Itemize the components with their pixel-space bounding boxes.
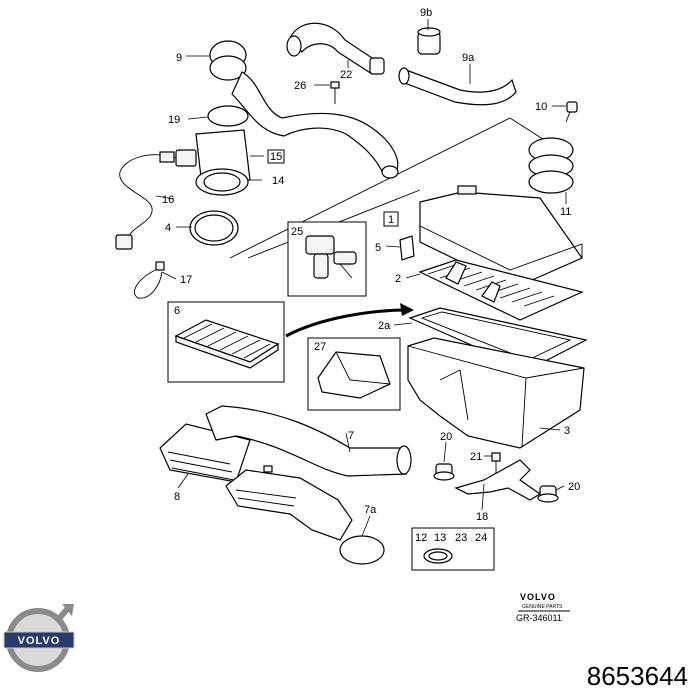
callout-2: 2 [395, 273, 401, 285]
callout-27: 27 [314, 341, 326, 353]
callout-7: 7 [348, 430, 354, 442]
callout-20b: 20 [568, 481, 580, 493]
callout-26: 26 [294, 80, 306, 92]
volvo-logo: VOLVO [3, 604, 75, 672]
intake-hose-7 [205, 405, 412, 477]
callout-23: 23 [455, 532, 467, 544]
callout-13: 13 [434, 532, 446, 544]
cable-tie-17 [133, 261, 165, 299]
genuine-parts-brand: VOLVO [520, 592, 556, 602]
wiring-harness-16 [115, 151, 177, 250]
intake-hose-assembly [231, 71, 399, 179]
callout-20a: 20 [440, 431, 452, 443]
clamp-9 [209, 40, 247, 81]
callout-16: 16 [162, 194, 174, 206]
callout-8: 8 [174, 491, 180, 503]
callout-14: 14 [272, 175, 284, 187]
callout-17: 17 [180, 274, 192, 286]
rubber-mount-20b [537, 485, 559, 503]
screw-26 [330, 81, 340, 104]
maf-sensor-14 [175, 129, 251, 196]
callout-18: 18 [476, 511, 488, 523]
callout-21: 21 [470, 451, 482, 463]
intake-duct-8 [159, 423, 251, 483]
callout-2a: 2a [378, 320, 391, 332]
callout-15: 15 [270, 151, 282, 163]
air-cleaner-lid-1 [419, 185, 583, 289]
bolt-10 [565, 101, 578, 123]
air-hose-22 [286, 22, 385, 75]
leader-lines [155, 19, 567, 537]
air-cleaner-housing-3 [407, 337, 585, 449]
inset-box-air-filter-6 [167, 301, 285, 383]
callout-22: 22 [340, 69, 352, 81]
clip-5 [399, 235, 415, 261]
callout-7a: 7a [364, 504, 377, 516]
callout-1: 1 [388, 214, 394, 226]
part-number: 8653644 [586, 661, 688, 691]
inset-box-valve-25 [287, 221, 367, 297]
coupling-sleeve-9b [417, 27, 441, 55]
coupling-11 [528, 137, 574, 194]
o-ring-4 [189, 210, 239, 246]
kit-box [411, 527, 495, 571]
bracket-18 [454, 459, 542, 501]
callout-9b: 9b [420, 7, 432, 19]
callout-4: 4 [165, 222, 171, 234]
pointer-arrow [285, 303, 414, 338]
clamp-19 [207, 105, 249, 127]
callout-labels: 9b 9 9a 22 26 19 10 15 16 14 11 4 1 25 5… [162, 7, 580, 544]
callout-11: 11 [560, 206, 571, 218]
callout-9a: 9a [462, 52, 475, 64]
callout-12: 12 [415, 532, 427, 544]
callout-19: 19 [168, 114, 180, 126]
callout-3: 3 [564, 425, 570, 437]
callout-10: 10 [535, 101, 547, 113]
volvo-logo-text: VOLVO [18, 635, 61, 647]
callout-24: 24 [475, 532, 487, 544]
filter-element-2 [418, 259, 584, 321]
drawing-reference: GR-346011 [516, 613, 562, 623]
callout-5: 5 [375, 242, 381, 254]
callout-9: 9 [176, 52, 182, 64]
inset-box-cover-27 [307, 337, 401, 411]
hose-9a [398, 67, 517, 106]
callout-25: 25 [291, 226, 303, 238]
genuine-parts-mark: VOLVO GENUINE PARTS GR-346011 [516, 592, 570, 623]
intake-duct-7a [225, 465, 385, 565]
rubber-mount-20a [433, 463, 455, 481]
genuine-parts-sub: GENUINE PARTS [522, 604, 563, 610]
callout-6: 6 [174, 305, 180, 317]
